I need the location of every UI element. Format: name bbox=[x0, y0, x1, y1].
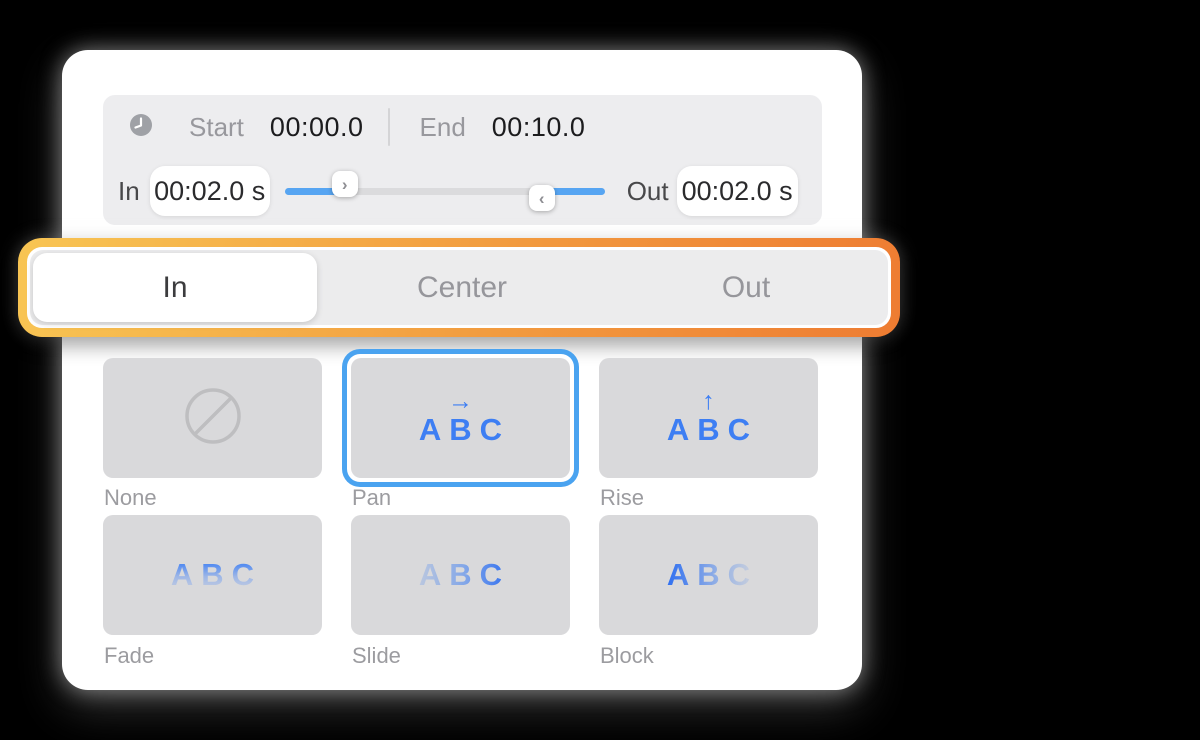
tab-center[interactable]: Center bbox=[320, 250, 604, 325]
pan-selection-inner-stroke: → ABC bbox=[347, 354, 574, 482]
chevron-right-icon: › bbox=[341, 174, 348, 194]
animation-tile-fade[interactable]: ABC bbox=[103, 515, 322, 635]
tile-label-slide: Slide bbox=[352, 643, 401, 668]
animation-tile-rise[interactable]: ↑ ABC bbox=[599, 358, 818, 478]
slider-fill-out bbox=[541, 188, 605, 195]
pan-sample-text: ABC bbox=[418, 412, 511, 447]
slider-track[interactable] bbox=[284, 188, 605, 195]
end-label: End bbox=[419, 111, 466, 142]
slider-fill-in bbox=[284, 188, 347, 195]
tile-label-block: Block bbox=[600, 643, 654, 668]
animation-tile-block[interactable]: ABC bbox=[599, 515, 818, 635]
tile-label-fade: Fade bbox=[104, 643, 155, 668]
fade-sample-text: ABC bbox=[170, 557, 263, 592]
start-value: 00:00.0 bbox=[269, 111, 364, 142]
arrow-right-icon: → bbox=[447, 387, 473, 415]
tab-out[interactable]: Out bbox=[604, 250, 888, 325]
out-duration-label: Out bbox=[626, 175, 669, 206]
animation-tile-pan-selected-border: → ABC bbox=[342, 349, 579, 487]
tab-in-label: In bbox=[162, 270, 188, 304]
highlight-callout-box: In Center Out bbox=[18, 238, 900, 337]
out-slider-handle[interactable]: ‹ bbox=[528, 185, 555, 211]
animation-tile-none[interactable] bbox=[103, 358, 322, 478]
animation-tile-pan[interactable]: → ABC bbox=[351, 358, 570, 478]
times-row: Start 00:00.0 End 00:10.0 bbox=[103, 95, 822, 159]
tab-center-label: Center bbox=[416, 270, 508, 304]
start-label: Start bbox=[189, 111, 244, 142]
block-sample-text: ABC bbox=[666, 557, 759, 592]
tile-label-rise: Rise bbox=[600, 485, 645, 510]
arrow-up-icon: ↑ bbox=[702, 387, 715, 415]
durations-row: In 00:02.0 s › ‹ Out 00:02 bbox=[103, 157, 822, 225]
slide-sample-text: ABC bbox=[418, 557, 511, 592]
in-duration-field[interactable]: 00:02.0 s bbox=[149, 166, 270, 216]
highlight-inner-stroke: In Center Out bbox=[27, 247, 891, 328]
in-duration-value: 00:02.0 s bbox=[154, 175, 266, 206]
tab-out-label: Out bbox=[721, 270, 771, 304]
rise-sample-text: ABC bbox=[666, 412, 759, 447]
in-duration-label: In bbox=[118, 175, 140, 206]
prohibited-icon bbox=[183, 386, 243, 451]
end-value: 00:10.0 bbox=[491, 111, 586, 142]
out-duration-value: 00:02.0 s bbox=[681, 175, 793, 206]
start-end-divider bbox=[387, 108, 390, 146]
chevron-left-icon: ‹ bbox=[538, 188, 545, 208]
position-segmented-control: In Center Out bbox=[30, 250, 888, 325]
clock-icon bbox=[129, 113, 153, 142]
timing-panel: Start 00:00.0 End 00:10.0 In 00:02.0 s › bbox=[103, 95, 822, 225]
tile-label-pan: Pan bbox=[352, 485, 392, 510]
in-out-range-slider[interactable]: › ‹ bbox=[284, 171, 605, 211]
animation-tile-slide[interactable]: ABC bbox=[351, 515, 570, 635]
out-duration-field[interactable]: 00:02.0 s bbox=[676, 166, 798, 216]
tile-label-none: None bbox=[104, 485, 157, 510]
tab-in[interactable]: In bbox=[33, 253, 317, 322]
in-slider-handle[interactable]: › bbox=[331, 171, 358, 197]
